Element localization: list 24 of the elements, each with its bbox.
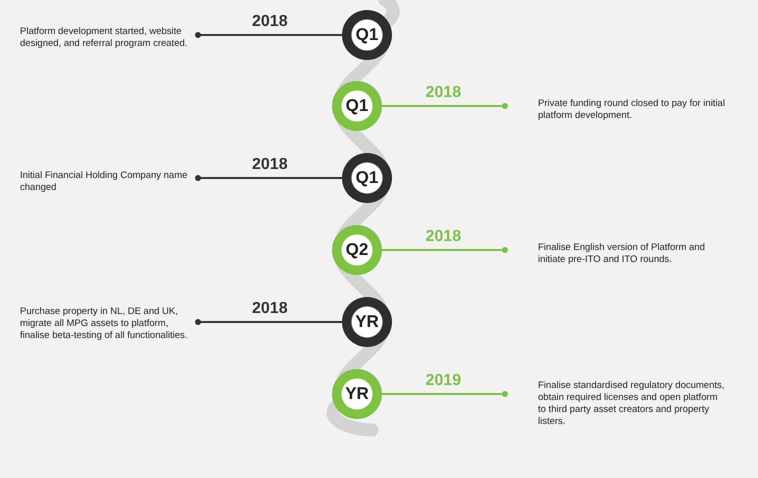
year-label: 2018 (426, 84, 462, 102)
quarter-badge: Q1 (342, 10, 392, 60)
quarter-badge: Q2 (332, 225, 382, 275)
year-label: 2018 (252, 13, 288, 31)
year-label: 2018 (252, 300, 288, 318)
milestone-text: Private funding round closed to pay for initial platform development. (538, 98, 728, 122)
milestone-text: Purchase property in NL, DE and UK, migrate all MPG assets to platform, finalise beta-testing of all functionalities. (20, 306, 195, 342)
quarter-badge: Q1 (342, 153, 392, 203)
leader-line (195, 319, 342, 325)
leader-line (382, 247, 508, 253)
leader-line (382, 103, 508, 109)
milestone-text: Platform development started, website designed, and referral program created. (20, 26, 195, 50)
year-label: 2018 (426, 228, 462, 246)
milestone-text: Initial Financial Holding Company name changed (20, 170, 195, 194)
year-label: 2018 (252, 156, 288, 174)
milestone-text: Finalise English version of Platform and initiate pre-ITO and ITO rounds. (538, 242, 728, 266)
year-label: 2019 (426, 372, 462, 390)
quarter-badge: YR (342, 297, 392, 347)
quarter-badge: YR (332, 369, 382, 419)
quarter-badge: Q1 (332, 81, 382, 131)
leader-line (382, 391, 508, 397)
leader-line (195, 32, 342, 38)
leader-line (195, 175, 342, 181)
milestone-text: Finalise standardised regulatory documents, obtain required licenses and open platform to third party asset creators and property listers. (538, 380, 728, 428)
